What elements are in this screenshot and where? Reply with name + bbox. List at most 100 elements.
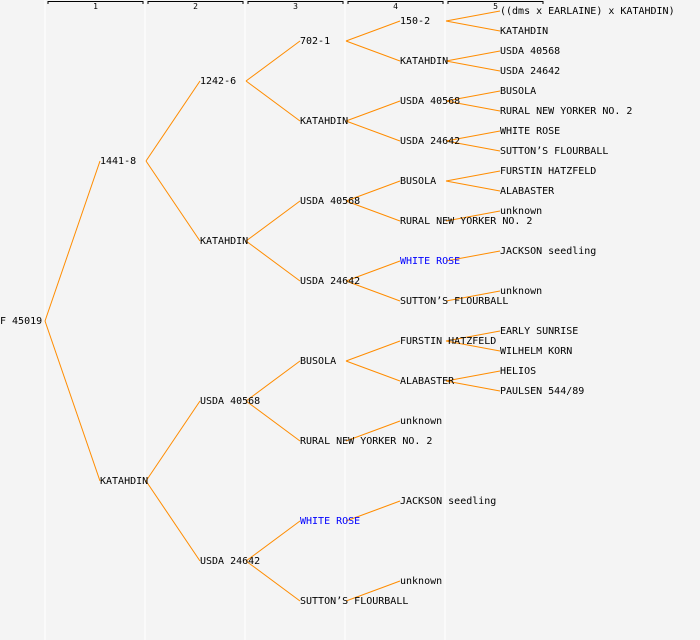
pedigree-node: RURAL NEW YORKER NO. 2 bbox=[300, 436, 432, 447]
pedigree-node: USDA 40568 bbox=[300, 196, 360, 207]
pedigree-node: USDA 24642 bbox=[300, 276, 360, 287]
generation-number: 1 bbox=[93, 2, 98, 11]
pedigree-node[interactable]: WHITE ROSE bbox=[300, 516, 360, 527]
root-node: F 45019 bbox=[0, 316, 42, 327]
pedigree-link bbox=[445, 90, 501, 102]
pedigree-link bbox=[345, 280, 401, 302]
generation-bracket bbox=[47, 1, 144, 4]
pedigree-node: BUSOLA bbox=[300, 356, 336, 367]
pedigree-node: SUTTON’S FLOURBALL bbox=[500, 146, 608, 157]
pedigree-link bbox=[44, 320, 101, 482]
pedigree-link bbox=[445, 20, 501, 32]
generation-bracket bbox=[447, 1, 544, 4]
pedigree-links bbox=[44, 10, 501, 602]
pedigree-link bbox=[345, 420, 401, 442]
pedigree-link bbox=[445, 130, 501, 142]
pedigree-node: USDA 40568 bbox=[500, 46, 560, 57]
pedigree-link bbox=[345, 580, 401, 602]
generation-number: 2 bbox=[193, 2, 198, 11]
pedigree-link bbox=[445, 290, 501, 302]
pedigree-link bbox=[44, 160, 101, 322]
pedigree-link bbox=[145, 480, 201, 562]
generation-number: 5 bbox=[493, 2, 498, 11]
pedigree-nodes: F 45019 1441-8 1242-6 702-1 150-2 ((dms x EAR… bbox=[0, 6, 675, 607]
pedigree-node: unknown bbox=[500, 286, 542, 297]
pedigree-node: 702-1 bbox=[300, 36, 330, 47]
pedigree-link bbox=[245, 40, 301, 82]
pedigree-node: ((dms x EARLAINE) x KATAHDIN) bbox=[500, 6, 675, 17]
pedigree-node: ALABASTER bbox=[400, 376, 455, 387]
pedigree-node: unknown bbox=[400, 416, 442, 427]
pedigree-node: PAULSEN 544/89 bbox=[500, 386, 584, 397]
pedigree-link bbox=[445, 170, 501, 182]
pedigree-link bbox=[345, 120, 401, 142]
pedigree-node: KATAHDIN bbox=[200, 236, 248, 247]
pedigree-node: RURAL NEW YORKER NO. 2 bbox=[400, 216, 532, 227]
pedigree-link bbox=[445, 100, 501, 112]
pedigree-link bbox=[445, 380, 501, 392]
pedigree-link bbox=[445, 180, 501, 192]
pedigree-link bbox=[345, 20, 401, 42]
pedigree-link bbox=[145, 80, 201, 162]
pedigree-node[interactable]: WHITE ROSE bbox=[400, 256, 460, 267]
pedigree-link bbox=[445, 340, 501, 352]
pedigree-link bbox=[245, 400, 301, 442]
pedigree-link bbox=[345, 340, 401, 362]
pedigree-node: WHITE ROSE bbox=[500, 126, 560, 137]
generation-bracket bbox=[347, 1, 444, 4]
generation-number: 4 bbox=[393, 2, 398, 11]
pedigree-node: unknown bbox=[400, 576, 442, 587]
pedigree-node: RURAL NEW YORKER NO. 2 bbox=[500, 106, 632, 117]
pedigree-link bbox=[445, 210, 501, 222]
pedigree-node: FURSTIN HATZFELD bbox=[500, 166, 596, 177]
pedigree-link bbox=[445, 140, 501, 152]
pedigree-node: USDA 24642 bbox=[400, 136, 460, 147]
pedigree-link bbox=[345, 200, 401, 222]
column-dividers bbox=[44, 0, 446, 640]
generation-number: 3 bbox=[293, 2, 298, 11]
pedigree-node: BUSOLA bbox=[500, 86, 536, 97]
pedigree-node: BUSOLA bbox=[400, 176, 436, 187]
pedigree-link bbox=[445, 370, 501, 382]
pedigree-link bbox=[345, 360, 401, 382]
pedigree-node: EARLY SUNRISE bbox=[500, 326, 578, 337]
pedigree-link bbox=[345, 40, 401, 62]
pedigree-node: 1441-8 bbox=[100, 156, 136, 167]
pedigree-node: 1242-6 bbox=[200, 76, 236, 87]
pedigree-node: 150-2 bbox=[400, 16, 430, 27]
pedigree-link bbox=[345, 500, 401, 522]
pedigree-link bbox=[245, 200, 301, 242]
pedigree-link bbox=[445, 10, 501, 22]
pedigree-link bbox=[445, 50, 501, 62]
pedigree-node: USDA 24642 bbox=[200, 556, 260, 567]
pedigree-link bbox=[245, 360, 301, 402]
pedigree-node: unknown bbox=[500, 206, 542, 217]
pedigree-link bbox=[445, 60, 501, 72]
pedigree-link bbox=[245, 240, 301, 282]
pedigree-node: HELIOS bbox=[500, 366, 536, 377]
pedigree-link bbox=[445, 330, 501, 342]
pedigree-link bbox=[445, 250, 501, 262]
pedigree-link bbox=[345, 260, 401, 282]
pedigree-node: JACKSON seedling bbox=[500, 246, 596, 257]
pedigree-link bbox=[145, 160, 201, 242]
generation-headers: 1 2 3 4 5 bbox=[47, 1, 544, 11]
pedigree-node: FURSTIN HATZFELD bbox=[400, 336, 496, 347]
pedigree-node: KATAHDIN bbox=[300, 116, 348, 127]
pedigree-node: KATAHDIN bbox=[500, 26, 548, 37]
pedigree-link bbox=[245, 520, 301, 562]
pedigree-link bbox=[345, 100, 401, 122]
pedigree-link bbox=[345, 180, 401, 202]
pedigree-node: SUTTON’S FLOURBALL bbox=[300, 596, 408, 607]
pedigree-node: JACKSON seedling bbox=[400, 496, 496, 507]
pedigree-node: USDA 24642 bbox=[500, 66, 560, 77]
pedigree-node: SUTTON’S FLOURBALL bbox=[400, 296, 508, 307]
generation-bracket bbox=[147, 1, 244, 4]
pedigree-link bbox=[245, 80, 301, 122]
pedigree-node: ALABASTER bbox=[500, 186, 555, 197]
pedigree-node: WILHELM KORN bbox=[500, 346, 572, 357]
pedigree-node: USDA 40568 bbox=[400, 96, 460, 107]
pedigree-node: KATAHDIN bbox=[100, 476, 148, 487]
